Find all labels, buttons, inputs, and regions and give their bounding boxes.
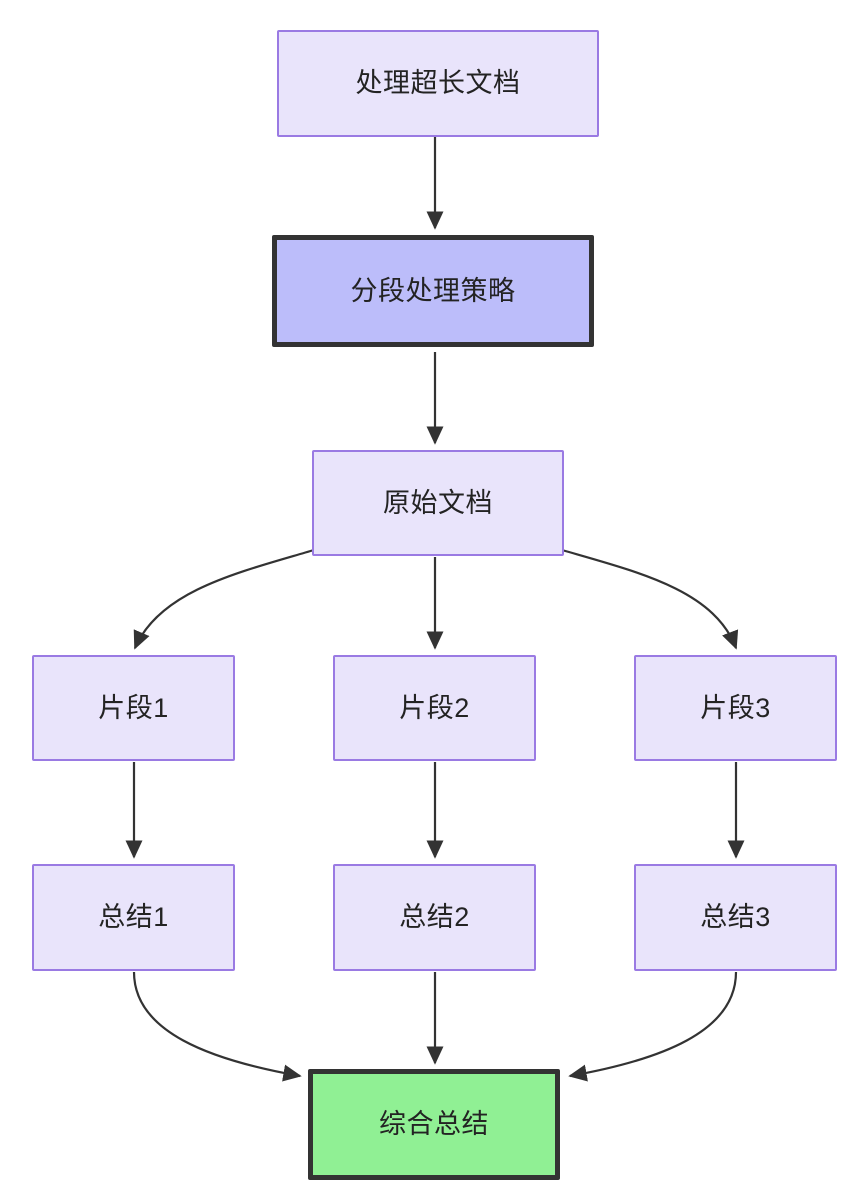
- node-label: 片段2: [399, 692, 470, 723]
- node-original-document[interactable]: 原始文档: [312, 450, 564, 556]
- node-label: 总结2: [399, 902, 470, 933]
- node-process-long-document[interactable]: 处理超长文档: [277, 30, 599, 137]
- edge-n3-n6: [561, 548, 739, 650]
- node-label: 原始文档: [383, 487, 493, 518]
- edge-n9-n10: [568, 971, 738, 1082]
- node-summary-1[interactable]: 总结1: [32, 864, 235, 971]
- node-fragment-1[interactable]: 片段1: [32, 655, 235, 761]
- edge-n3-n4: [133, 548, 315, 650]
- node-label: 总结1: [98, 902, 169, 933]
- node-chunking-strategy[interactable]: 分段处理策略: [272, 235, 594, 347]
- node-label: 片段1: [98, 692, 169, 723]
- node-summary-2[interactable]: 总结2: [333, 864, 536, 971]
- node-label: 片段3: [700, 692, 771, 723]
- node-comprehensive-summary[interactable]: 综合总结: [308, 1069, 560, 1180]
- node-fragment-3[interactable]: 片段3: [634, 655, 837, 761]
- node-label: 总结3: [700, 902, 771, 933]
- node-label: 分段处理策略: [350, 275, 516, 306]
- node-summary-3[interactable]: 总结3: [634, 864, 837, 971]
- edge-n7-n10: [132, 971, 302, 1082]
- node-label: 处理超长文档: [355, 68, 521, 99]
- node-fragment-2[interactable]: 片段2: [333, 655, 536, 761]
- node-label: 综合总结: [379, 1109, 489, 1140]
